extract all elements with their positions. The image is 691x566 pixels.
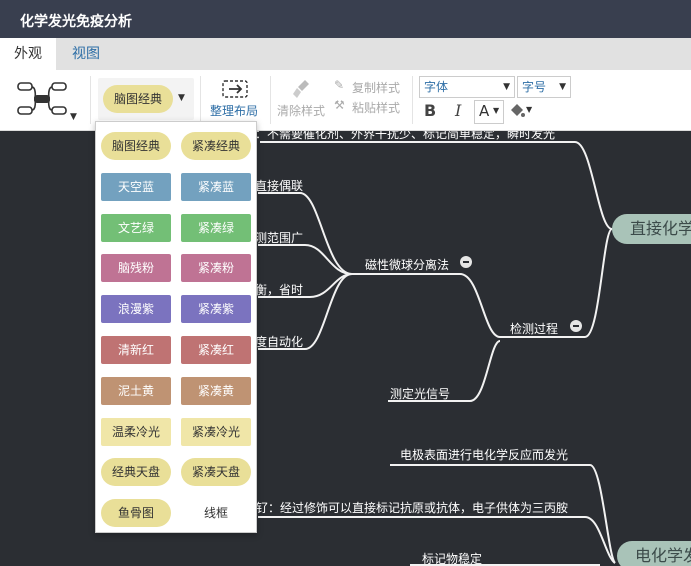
toolbar-separator bbox=[200, 76, 201, 124]
theme-option[interactable]: 紧凑天盘 bbox=[181, 458, 251, 487]
caret-down-icon: ▼ bbox=[493, 106, 500, 115]
theme-option[interactable]: 浪漫紫 bbox=[101, 295, 171, 324]
arrange-layout-icon bbox=[222, 80, 248, 98]
mindmap-structure-icon bbox=[17, 82, 67, 115]
brush-icon bbox=[293, 80, 309, 98]
topic-electrode[interactable]: 电极表面进行电化学反应而发光 bbox=[400, 448, 569, 462]
arrange-layout-label: 整理布局 bbox=[210, 104, 259, 118]
theme-option[interactable]: 紧凑粉 bbox=[181, 254, 251, 283]
theme-option[interactable]: 紧凑绿 bbox=[181, 213, 251, 242]
theme-option[interactable]: 泥土黄 bbox=[101, 376, 171, 405]
theme-dropdown-menu: 脑图经典紧凑经典天空蓝紧凑蓝文艺绿紧凑绿脑残粉紧凑粉浪漫紫紧凑紫清新红紧凑红泥土… bbox=[95, 121, 257, 533]
font-size-select[interactable]: 字号 ▼ bbox=[517, 76, 571, 98]
font-color-label: A bbox=[479, 102, 490, 120]
font-color-button[interactable]: A ▼ bbox=[474, 100, 504, 124]
font-size-value: 字号 bbox=[522, 80, 547, 94]
theme-option[interactable]: 紧凑黄 bbox=[181, 376, 251, 405]
theme-option[interactable]: 经典天盘 bbox=[101, 458, 171, 487]
copy-style-label: 复制样式 bbox=[352, 81, 401, 95]
chevron-down-icon: ▼ bbox=[70, 112, 77, 122]
topic-auto[interactable]: 度自动化 bbox=[255, 335, 304, 349]
topic-range[interactable]: 测范围广 bbox=[255, 231, 304, 245]
fill-color-button[interactable]: ▼ bbox=[506, 100, 536, 122]
toolbar-separator bbox=[270, 76, 271, 124]
topic-stable[interactable]: 标记物稳定 bbox=[422, 552, 483, 566]
caret-down-icon: ▼ bbox=[503, 82, 510, 92]
title-bar: 化学发光免疫分析 bbox=[0, 0, 691, 38]
theme-option[interactable]: 线框 bbox=[181, 499, 251, 528]
paint-bucket-icon bbox=[511, 104, 525, 117]
mindmap-canvas[interactable]: ：不需要催化剂、外界干扰少、标记简单稳定，瞬时发光 直接偶联 测范围广 衡，省时… bbox=[0, 131, 691, 566]
theme-option[interactable]: 文艺绿 bbox=[101, 213, 171, 242]
theme-option[interactable]: 紧凑蓝 bbox=[181, 172, 251, 201]
theme-option[interactable]: 紧凑经典 bbox=[181, 132, 251, 160]
window-title: 化学发光免疫分析 bbox=[20, 14, 132, 30]
caret-down-icon: ▼ bbox=[559, 82, 566, 92]
chevron-down-icon: ▼ bbox=[178, 93, 185, 103]
topic-magnetic[interactable]: 磁性微球分离法 bbox=[365, 258, 450, 272]
theme-option[interactable]: 温柔冷光 bbox=[101, 417, 171, 446]
copy-style-button[interactable]: ✎ 复制样式 bbox=[334, 78, 406, 96]
caret-down-icon: ▼ bbox=[526, 105, 533, 114]
topic-time[interactable]: 衡，省时 bbox=[255, 283, 304, 297]
topic-ruthenium[interactable]: 钌：经过修饰可以直接标记抗原或抗体，电子供体为三丙胺 bbox=[256, 501, 569, 515]
arrange-layout-button[interactable]: 整理布局 bbox=[206, 76, 264, 124]
toolbar-separator bbox=[412, 76, 413, 124]
mindmap-connectors bbox=[258, 141, 616, 566]
paste-style-label: 粘贴样式 bbox=[352, 101, 401, 115]
topic-direct-couple[interactable]: 直接偶联 bbox=[255, 179, 304, 193]
topic-top-cut[interactable]: ：不需要催化剂、外界干扰少、标记简单稳定，瞬时发光 bbox=[255, 131, 556, 141]
clear-style-label: 清除样式 bbox=[277, 104, 326, 118]
theme-option[interactable]: 清新红 bbox=[101, 336, 171, 364]
ribbon-tabs: 外观 视图 bbox=[0, 38, 691, 70]
root-node-electro[interactable]: 电化学发 bbox=[617, 541, 691, 566]
paste-style-button[interactable]: ⚒ 粘贴样式 bbox=[334, 98, 406, 116]
font-family-select[interactable]: 字体 ▼ bbox=[419, 76, 515, 98]
theme-selector[interactable]: 脑图经典 ▼ bbox=[98, 78, 194, 120]
collapse-icon[interactable] bbox=[460, 256, 472, 268]
toolbar-separator bbox=[90, 76, 91, 124]
theme-option[interactable]: 脑残粉 bbox=[101, 254, 171, 283]
theme-option[interactable]: 紧凑红 bbox=[181, 336, 251, 364]
theme-option[interactable]: 紧凑紫 bbox=[181, 295, 251, 324]
topic-measure[interactable]: 测定光信号 bbox=[390, 387, 451, 401]
current-theme-button[interactable]: 脑图经典 bbox=[103, 85, 173, 113]
structure-picker[interactable]: ▼ bbox=[14, 76, 82, 124]
clear-style-button[interactable]: 清除样式 bbox=[274, 76, 330, 124]
bold-button[interactable]: B bbox=[424, 101, 437, 120]
tab-appearance[interactable]: 外观 bbox=[0, 38, 56, 70]
topic-detect[interactable]: 检测过程 bbox=[510, 322, 559, 336]
theme-option[interactable]: 脑图经典 bbox=[101, 132, 171, 160]
collapse-icon[interactable] bbox=[570, 320, 582, 332]
copy-style-icon: ✎ bbox=[334, 78, 345, 92]
theme-option[interactable]: 鱼骨图 bbox=[101, 499, 171, 528]
root-node-direct[interactable]: 直接化学 bbox=[612, 214, 691, 244]
toolbar: ▼ 脑图经典 ▼ 整理布局 清除样式 ✎ 复制样式 ⚒ 粘贴样式 字体 ▼ bbox=[0, 70, 691, 131]
italic-button[interactable]: I bbox=[455, 101, 462, 120]
font-family-value: 字体 bbox=[424, 80, 449, 94]
tab-view[interactable]: 视图 bbox=[72, 46, 100, 62]
theme-option[interactable]: 紧凑冷光 bbox=[181, 417, 251, 446]
theme-option[interactable]: 天空蓝 bbox=[101, 172, 171, 201]
paste-style-icon: ⚒ bbox=[334, 98, 345, 112]
